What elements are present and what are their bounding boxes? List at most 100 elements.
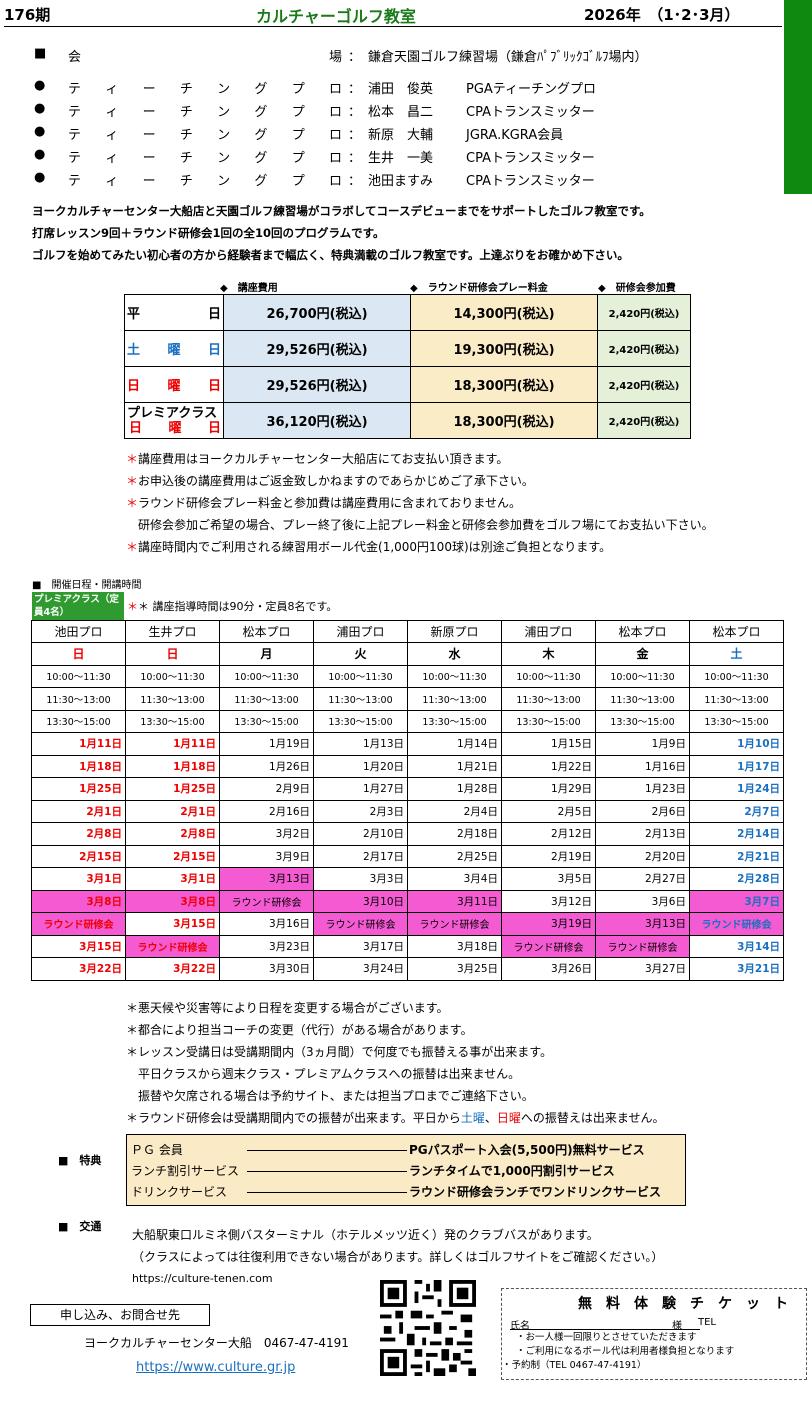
schedule-table: 池田プロ生井プロ松本プロ浦田プロ新原プロ浦田プロ松本プロ松本プロ日日月火水木金土… — [31, 620, 784, 981]
fee-entry: 2,420円(税込) — [597, 294, 691, 331]
fee-row-label: 土曜日 — [124, 330, 224, 367]
perk-leader-line — [247, 1150, 407, 1151]
weekday-header: 土 — [689, 642, 784, 666]
time-slot: 13:30～15:00 — [125, 709, 220, 733]
lesson-date: 1月11日 — [125, 732, 220, 756]
perk-leader-line — [247, 1192, 407, 1193]
lesson-date: 1月10日 — [689, 732, 784, 756]
lesson-date: 2月6日 — [595, 799, 690, 823]
golf-site-link[interactable]: https://culture-tenen.com — [132, 1272, 273, 1285]
lesson-date: 3月13日 — [219, 867, 314, 891]
fee-play: 18,300円(税込) — [410, 402, 598, 439]
lesson-date: 2月4日 — [407, 799, 502, 823]
lesson-date: 2月12日 — [501, 822, 596, 846]
fee-note: ＊講座費用はヨークカルチャーセンター大船店にてお支払い頂きます。 — [126, 452, 509, 466]
lesson-date: 2月25日 — [407, 844, 502, 868]
lesson-date: 2月3日 — [313, 799, 408, 823]
lesson-date: 3月9日 — [219, 844, 314, 868]
round-training-cell: ラウンド研修会 — [407, 912, 502, 936]
lesson-date: 1月14日 — [407, 732, 502, 756]
lesson-date: 3月2日 — [219, 822, 314, 846]
lesson-date: 3月10日 — [313, 889, 408, 913]
perk-leader-line — [247, 1171, 407, 1172]
fee-entry: 2,420円(税込) — [597, 330, 691, 367]
time-slot: 11:30～13:00 — [31, 687, 126, 711]
perks-box: ＰＧ 会員 PGパスポート入会(5,500円)無料サービス ランチ割引サービス … — [126, 1134, 686, 1206]
fee-header-entry: ◆ 研修会参加費 — [598, 283, 676, 294]
fee-tuition: 36,120円(税込) — [223, 402, 411, 439]
fee-row-label: 日曜日 — [124, 366, 224, 403]
pro-name: 生井 一美 — [368, 151, 434, 166]
time-slot: 11:30～13:00 — [219, 687, 314, 711]
time-slot: 13:30～15:00 — [407, 709, 502, 733]
lesson-date: 1月20日 — [313, 754, 408, 778]
lesson-date: 1月23日 — [595, 777, 690, 801]
schedule-note: 振替や欠席される場合は予約サイト、または担当プロまでご連絡下さい。 — [126, 1089, 534, 1103]
fee-table: 平日 26,700円(税込) 14,300円(税込) 2,420円(税込) 土曜… — [124, 294, 691, 439]
lesson-date: 3月14日 — [689, 934, 784, 958]
perk-name: ランチ割引サービス — [131, 1164, 240, 1178]
lesson-date: 1月11日 — [31, 732, 126, 756]
pro-name: 池田ますみ — [368, 174, 434, 189]
lesson-date: 3月16日 — [219, 912, 314, 936]
fee-entry: 2,420円(税込) — [597, 366, 691, 403]
fee-header-play: ◆ ラウンド研修会プレー料金 — [410, 283, 548, 294]
bullet-icon: ● — [34, 78, 46, 93]
lesson-date: 3月22日 — [31, 957, 126, 981]
fee-tuition: 29,526円(税込) — [223, 366, 411, 403]
time-slot: 11:30～13:00 — [125, 687, 220, 711]
pro-name: 新原 大輔 — [368, 128, 434, 143]
bullet-icon: ● — [34, 170, 46, 185]
lesson-date: 3月18日 — [407, 934, 502, 958]
pro-header: 浦田プロ — [501, 620, 596, 643]
lesson-date: 2月20日 — [595, 844, 690, 868]
lesson-date: 2月1日 — [125, 799, 220, 823]
bullet-icon: ● — [34, 124, 46, 139]
time-slot: 11:30～13:00 — [689, 687, 784, 711]
pro-name: 浦田 俊英 — [368, 82, 434, 97]
qr-code-icon[interactable] — [380, 1280, 476, 1376]
lesson-date: 2月8日 — [125, 822, 220, 846]
pro-header: 松本プロ — [595, 620, 690, 643]
schedule-note: ＊レッスン受講日は受講期間内（3ヵ月間）で何度でも振替える事が出来ます。 — [126, 1045, 553, 1059]
pro-header: 生井プロ — [125, 620, 220, 643]
fee-row-saturday: 土曜日 29,526円(税込) 19,300円(税込) 2,420円(税込) — [124, 330, 691, 367]
ticket-name-label: 氏名 — [510, 1321, 530, 1332]
schedule-heading: ■ 開催日程・開講時間 — [32, 580, 142, 591]
fee-play: 18,300円(税込) — [410, 366, 598, 403]
issue-number: 176期 — [4, 6, 51, 24]
fee-note: ＊ラウンド研修会プレー料金と参加費は講座費用に含まれておりません。 — [126, 496, 521, 510]
term-year: 2026年 （1･2･3月） — [584, 6, 740, 24]
weekday-header: 月 — [219, 642, 314, 666]
fee-note: 研修会参加ご希望の場合、プレー終了後に上記プレー料金と研修会参加費をゴルフ場にて… — [138, 518, 714, 532]
time-slot: 10:00～11:30 — [219, 664, 314, 688]
time-slot: 10:00～11:30 — [407, 664, 502, 688]
perk-name: ＰＧ 会員 — [131, 1143, 183, 1157]
time-slot: 13:30～15:00 — [219, 709, 314, 733]
lesson-date: 3月3日 — [313, 867, 408, 891]
perk-value: ランチタイムで1,000円割引サービス — [409, 1164, 615, 1178]
lesson-date: 1月19日 — [219, 732, 314, 756]
perk-value: PGパスポート入会(5,500円)無料サービス — [409, 1143, 645, 1157]
pro-header: 松本プロ — [689, 620, 784, 643]
lesson-date: 3月15日 — [31, 934, 126, 958]
lesson-date: 2月9日 — [219, 777, 314, 801]
round-training-cell: ラウンド研修会 — [595, 934, 690, 958]
contact-website-link[interactable]: https://www.culture.gr.jp — [136, 1360, 296, 1375]
lesson-date: 3月1日 — [125, 867, 220, 891]
lesson-date: 1月25日 — [125, 777, 220, 801]
perks-label: ■ 特典 — [58, 1154, 102, 1167]
pro-certification: CPAトランスミッター — [466, 174, 595, 189]
venue-value: 鎌倉天園ゴルフ練習場（鎌倉ﾊﾟﾌﾞﾘｯｸｺﾞﾙﾌ場内） — [368, 50, 648, 65]
lesson-date: 3月19日 — [501, 912, 596, 936]
square-bullet-icon: ■ — [34, 46, 47, 61]
green-side-bar — [784, 0, 812, 194]
lesson-date: 3月15日 — [125, 912, 220, 936]
lesson-date: 1月28日 — [407, 777, 502, 801]
pro-header: 松本プロ — [219, 620, 314, 643]
teaching-pro-label: ティーチングプロ — [68, 151, 342, 166]
lesson-date: 1月15日 — [501, 732, 596, 756]
